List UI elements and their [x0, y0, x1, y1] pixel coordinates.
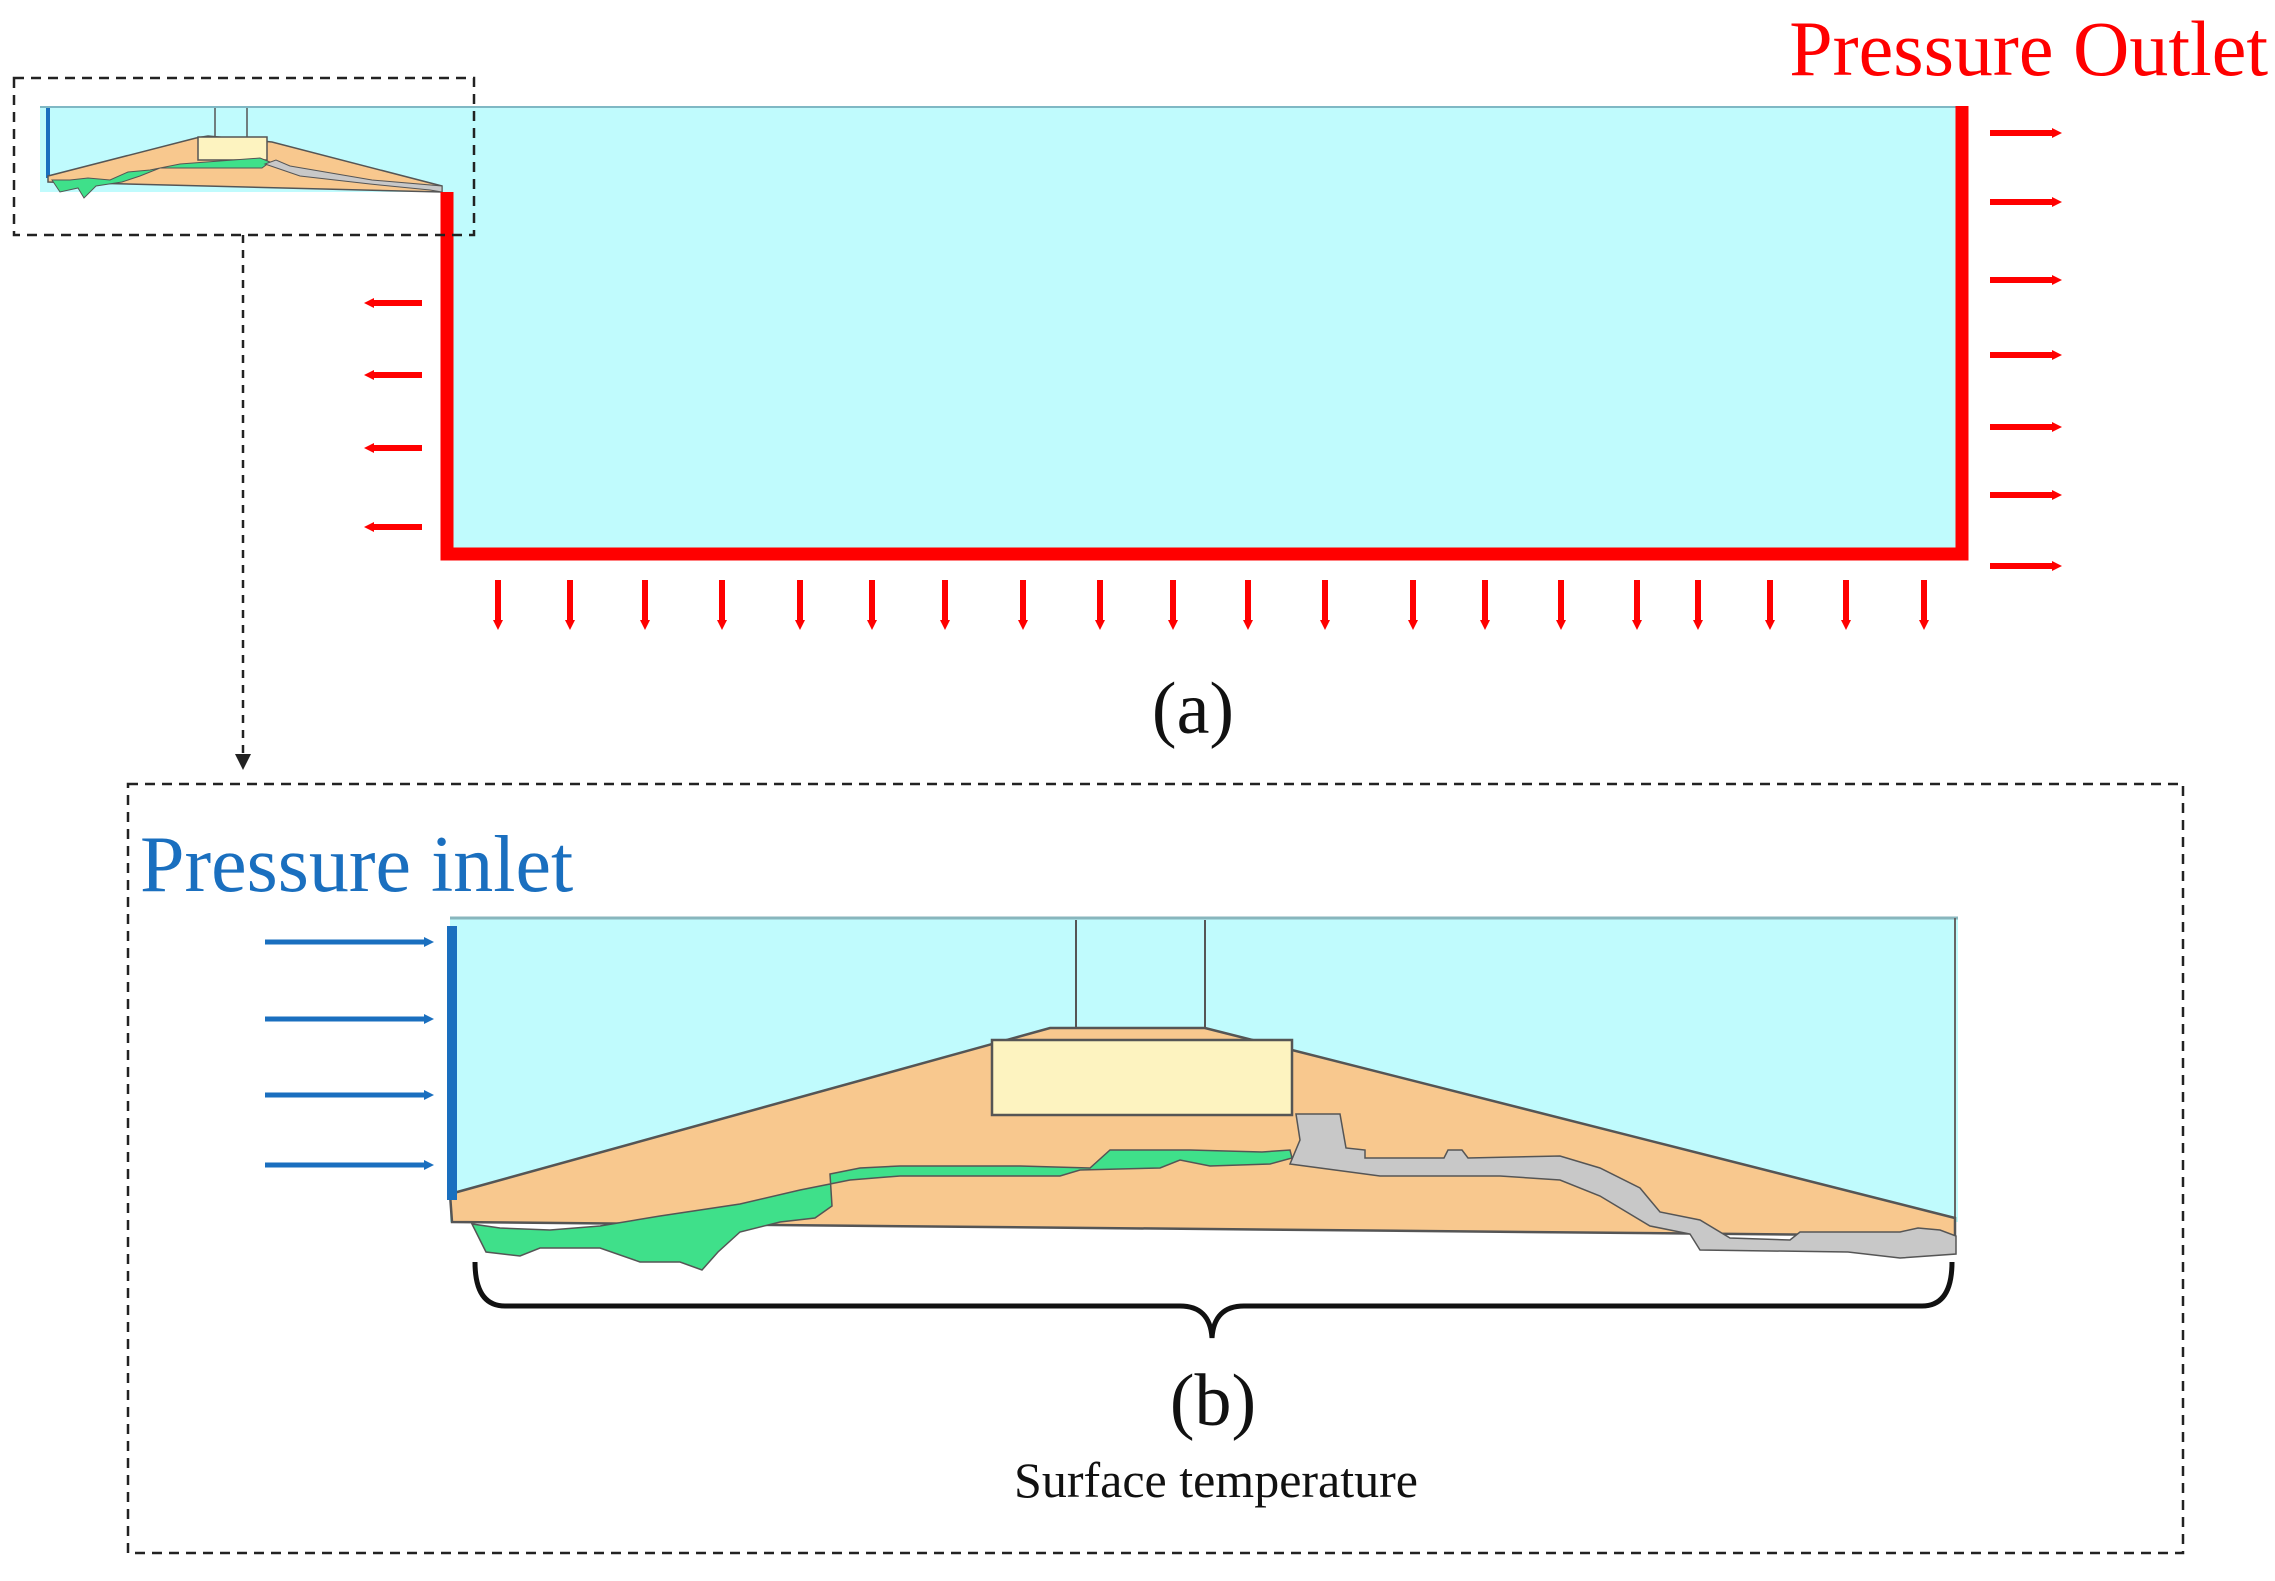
zoom-frame [126, 782, 2185, 1555]
pressure-outlet-boundary [440, 106, 1969, 561]
right-outlet-arrows [1990, 128, 2062, 571]
bottom-outlet-arrows [493, 580, 1929, 630]
pressure-outlet-label: Pressure Outlet [1789, 5, 2268, 92]
panel-b-zoom: Pressure inlet (b) Surface temperature [126, 782, 2185, 1555]
grey-underside-region [1288, 1113, 1957, 1259]
left-outlet-arrows [364, 298, 422, 532]
pressure-inlet-label: Pressure inlet [140, 821, 573, 909]
inlet-arrows [265, 937, 434, 1170]
small-vehicle-model [46, 108, 443, 199]
panel-b-label: (b) [1170, 1360, 1256, 1442]
panel-a-label: (a) [1152, 668, 1234, 750]
inset-highlight-box [12, 76, 476, 237]
curly-brace-icon [472, 1261, 1955, 1339]
surface-temperature-label: Surface temperature [1014, 1452, 1418, 1508]
green-underside-region [470, 1149, 1293, 1271]
panel-a-domain: Pressure Outlet (a) [40, 5, 2268, 750]
vehicle-core [990, 1038, 1294, 1117]
